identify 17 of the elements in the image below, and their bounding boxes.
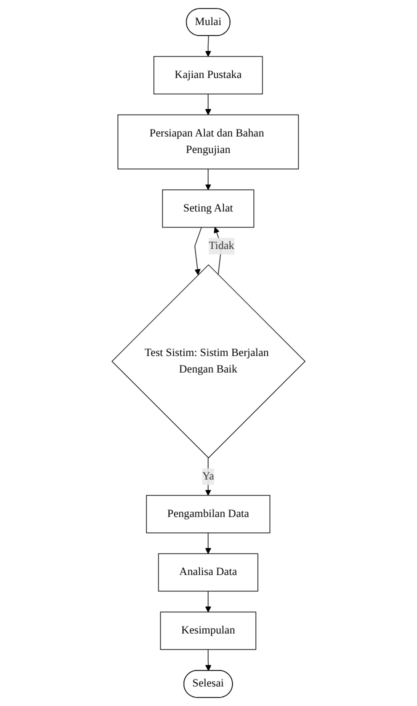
- edge-label: Ya: [202, 470, 214, 482]
- node-diamond: Test Sistim: Sistim Berjalan Dengan Baik: [111, 264, 306, 458]
- node-box: Analisa Data: [158, 553, 258, 592]
- arrow: [205, 36, 212, 57]
- arrow: [205, 94, 212, 116]
- arrow: [205, 649, 212, 671]
- node-box: Kesimpulan: [160, 612, 256, 650]
- node-box: Pengambilan Data: [146, 495, 270, 534]
- arrow: [205, 168, 212, 190]
- arrow: [205, 532, 212, 554]
- node-box: Persiapan Alat dan Bahan Pengujian: [118, 114, 299, 170]
- edge-label: Tidak: [208, 240, 234, 252]
- arrow: [205, 590, 212, 612]
- node-box: Seting Alat: [162, 189, 254, 228]
- arrow: [205, 458, 212, 496]
- arrow: [194, 226, 202, 276]
- node-box: Kajian Pustaka: [154, 56, 263, 94]
